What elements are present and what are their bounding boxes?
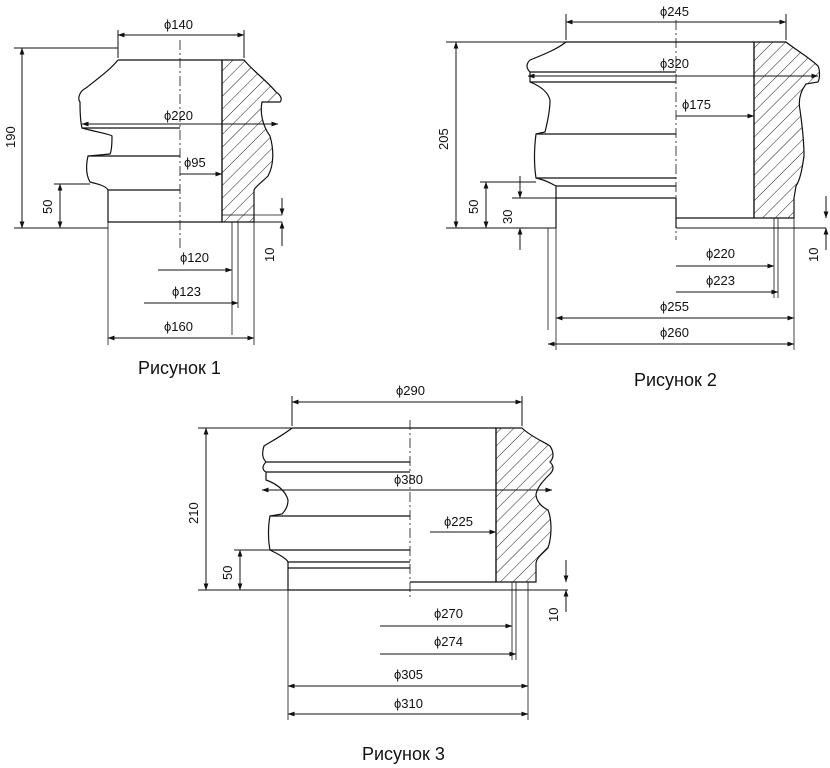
fig3-section (495, 427, 554, 583)
dim-d-bore: ϕ175 (682, 97, 711, 112)
fig1-outline (78, 59, 180, 223)
dim-h-step: 10 (806, 248, 821, 262)
dim-d-top: ϕ245 (660, 4, 689, 19)
dim-h-step: 10 (262, 248, 277, 262)
dim-height: 205 (436, 128, 451, 150)
figure-2-dimensions (446, 14, 829, 347)
dim-d-in1: ϕ220 (706, 246, 735, 261)
fig2-section (753, 41, 821, 219)
figure-3 (262, 420, 568, 720)
caption-figure-3: Рисунок 3 (362, 744, 445, 764)
dim-height: 190 (3, 126, 18, 148)
dim-d-in2: ϕ223 (706, 273, 735, 288)
dim-d-flange: ϕ380 (394, 472, 423, 487)
figure-3-labels: ϕ290 ϕ380 ϕ225 210 50 10 ϕ270 ϕ274 ϕ305 … (186, 383, 561, 764)
dim-d-base1: ϕ305 (394, 667, 423, 682)
dim-height: 210 (186, 502, 201, 524)
fig3-outline (262, 427, 410, 591)
dim-d-bore: ϕ225 (444, 514, 473, 529)
dim-h-step: 10 (546, 608, 561, 622)
dim-h-mid: 30 (500, 210, 515, 224)
dim-d-bore: ϕ95 (184, 155, 206, 170)
fig1-section (221, 59, 282, 223)
dim-d-in1: ϕ120 (180, 250, 209, 265)
dim-d-flange: ϕ220 (164, 108, 193, 123)
dim-h-base: 50 (40, 200, 55, 214)
figure-2 (526, 20, 826, 350)
caption-figure-1: Рисунок 1 (138, 358, 221, 378)
dim-d-base2: ϕ260 (660, 325, 689, 340)
figure-3-dimensions (198, 396, 569, 717)
dim-d-top: ϕ140 (164, 17, 193, 32)
dim-d-base: ϕ160 (164, 319, 193, 334)
dim-d-flange: ϕ320 (660, 56, 689, 71)
dim-h-base: 50 (220, 566, 235, 580)
figure-1-labels: ϕ140 ϕ220 ϕ95 190 50 10 ϕ120 ϕ123 ϕ160 Р… (3, 17, 277, 378)
fig2-outline (526, 41, 677, 228)
dim-d-base2: ϕ310 (394, 696, 423, 711)
figure-1 (78, 40, 282, 345)
dim-d-top: ϕ290 (396, 383, 425, 398)
dim-d-in2: ϕ274 (434, 634, 463, 649)
figure-1-dimensions (14, 30, 285, 341)
dim-h-base: 50 (466, 200, 481, 214)
figure-2-labels: ϕ245 ϕ320 ϕ175 205 50 30 10 ϕ220 ϕ223 ϕ2… (436, 4, 821, 390)
dim-d-in1: ϕ270 (434, 606, 463, 621)
dim-d-in2: ϕ123 (172, 284, 201, 299)
dim-d-base1: ϕ255 (660, 299, 689, 314)
caption-figure-2: Рисунок 2 (634, 370, 717, 390)
